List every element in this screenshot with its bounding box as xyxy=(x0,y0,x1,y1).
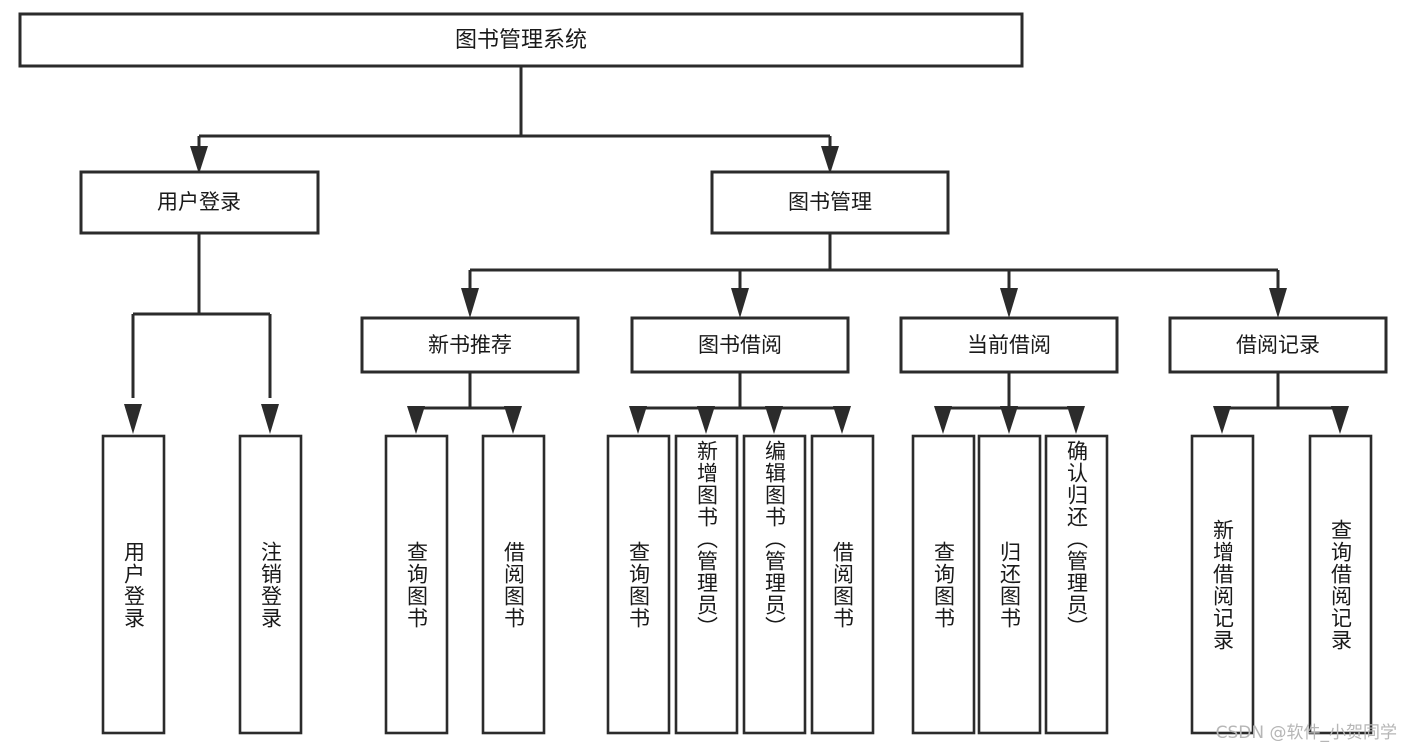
node-label-current-borrow: 当前借阅 xyxy=(967,333,1051,357)
arrow-head-leaf-query-books-3 xyxy=(934,406,952,434)
arrow-head-book-management xyxy=(821,146,839,174)
node-box-user-login[interactable] xyxy=(79,170,320,235)
node-label-borrow-record: 借阅记录 xyxy=(1236,333,1320,357)
node-box-leaf-add-record[interactable] xyxy=(1190,434,1255,735)
node-box-book-borrow[interactable] xyxy=(630,316,850,374)
connector-group-book-borrow xyxy=(629,372,851,434)
arrow-head-new-book-recommend xyxy=(461,288,479,318)
connector-group-new-book-recommend xyxy=(407,372,522,434)
node-box-leaf-query-books-2[interactable] xyxy=(606,434,671,735)
arrow-head-leaf-add-book xyxy=(697,406,715,434)
node-label-new-book-recommend: 新书推荐 xyxy=(428,333,512,357)
node-box-leaf-return-book[interactable] xyxy=(977,434,1042,735)
node-box-leaf-user-login[interactable] xyxy=(101,434,166,735)
arrow-head-leaf-borrow-books-1 xyxy=(504,406,522,434)
arrow-head-borrow-record xyxy=(1269,288,1287,318)
arrow-head-leaf-add-record xyxy=(1213,406,1231,434)
node-box-leaf-edit-book[interactable] xyxy=(742,434,807,735)
arrow-head-leaf-return-book xyxy=(1000,406,1018,434)
node-label-book-borrow: 图书借阅 xyxy=(698,333,782,357)
connector-group-book-management xyxy=(461,233,1287,318)
node-box-book-management[interactable] xyxy=(710,170,950,235)
node-box-leaf-confirm-return[interactable] xyxy=(1044,434,1109,735)
connector-group-borrow-record xyxy=(1213,372,1349,434)
node-box-borrow-record[interactable] xyxy=(1168,316,1388,374)
node-box-leaf-add-book[interactable] xyxy=(674,434,739,735)
arrow-head-leaf-edit-book xyxy=(765,406,783,434)
node-box-title[interactable] xyxy=(18,12,1024,68)
arrow-head-leaf-confirm-return xyxy=(1067,406,1085,434)
node-box-leaf-borrow-books-2[interactable] xyxy=(810,434,875,735)
arrow-head-leaf-query-books-2 xyxy=(629,406,647,434)
arrow-head-leaf-query-record xyxy=(1331,406,1349,434)
node-box-new-book-recommend[interactable] xyxy=(360,316,580,374)
node-label-title: 图书管理系统 xyxy=(455,28,587,53)
arrow-head-leaf-logout xyxy=(261,404,279,434)
connector-group-user-login xyxy=(124,233,279,434)
arrow-head-book-borrow xyxy=(731,288,749,318)
arrow-head-leaf-query-books-1 xyxy=(407,406,425,434)
node-box-leaf-logout[interactable] xyxy=(238,434,303,735)
arrow-head-user-login xyxy=(190,146,208,174)
csdn-watermark: CSDN @软件_小贺同学 xyxy=(1215,723,1397,743)
connector-group-root xyxy=(190,66,839,174)
node-box-leaf-query-books-3[interactable] xyxy=(911,434,976,735)
node-label-user-login: 用户登录 xyxy=(157,190,241,214)
node-box-current-borrow[interactable] xyxy=(899,316,1119,374)
arrow-head-current-borrow xyxy=(1000,288,1018,318)
arrow-head-leaf-user-login xyxy=(124,404,142,434)
arrow-head-leaf-borrow-books-2 xyxy=(833,406,851,434)
node-box-leaf-borrow-books-1[interactable] xyxy=(481,434,546,735)
connector-group-current-borrow xyxy=(934,372,1085,434)
node-box-leaf-query-record[interactable] xyxy=(1308,434,1373,735)
node-box-leaf-query-books-1[interactable] xyxy=(384,434,449,735)
node-label-book-management: 图书管理 xyxy=(788,190,872,214)
